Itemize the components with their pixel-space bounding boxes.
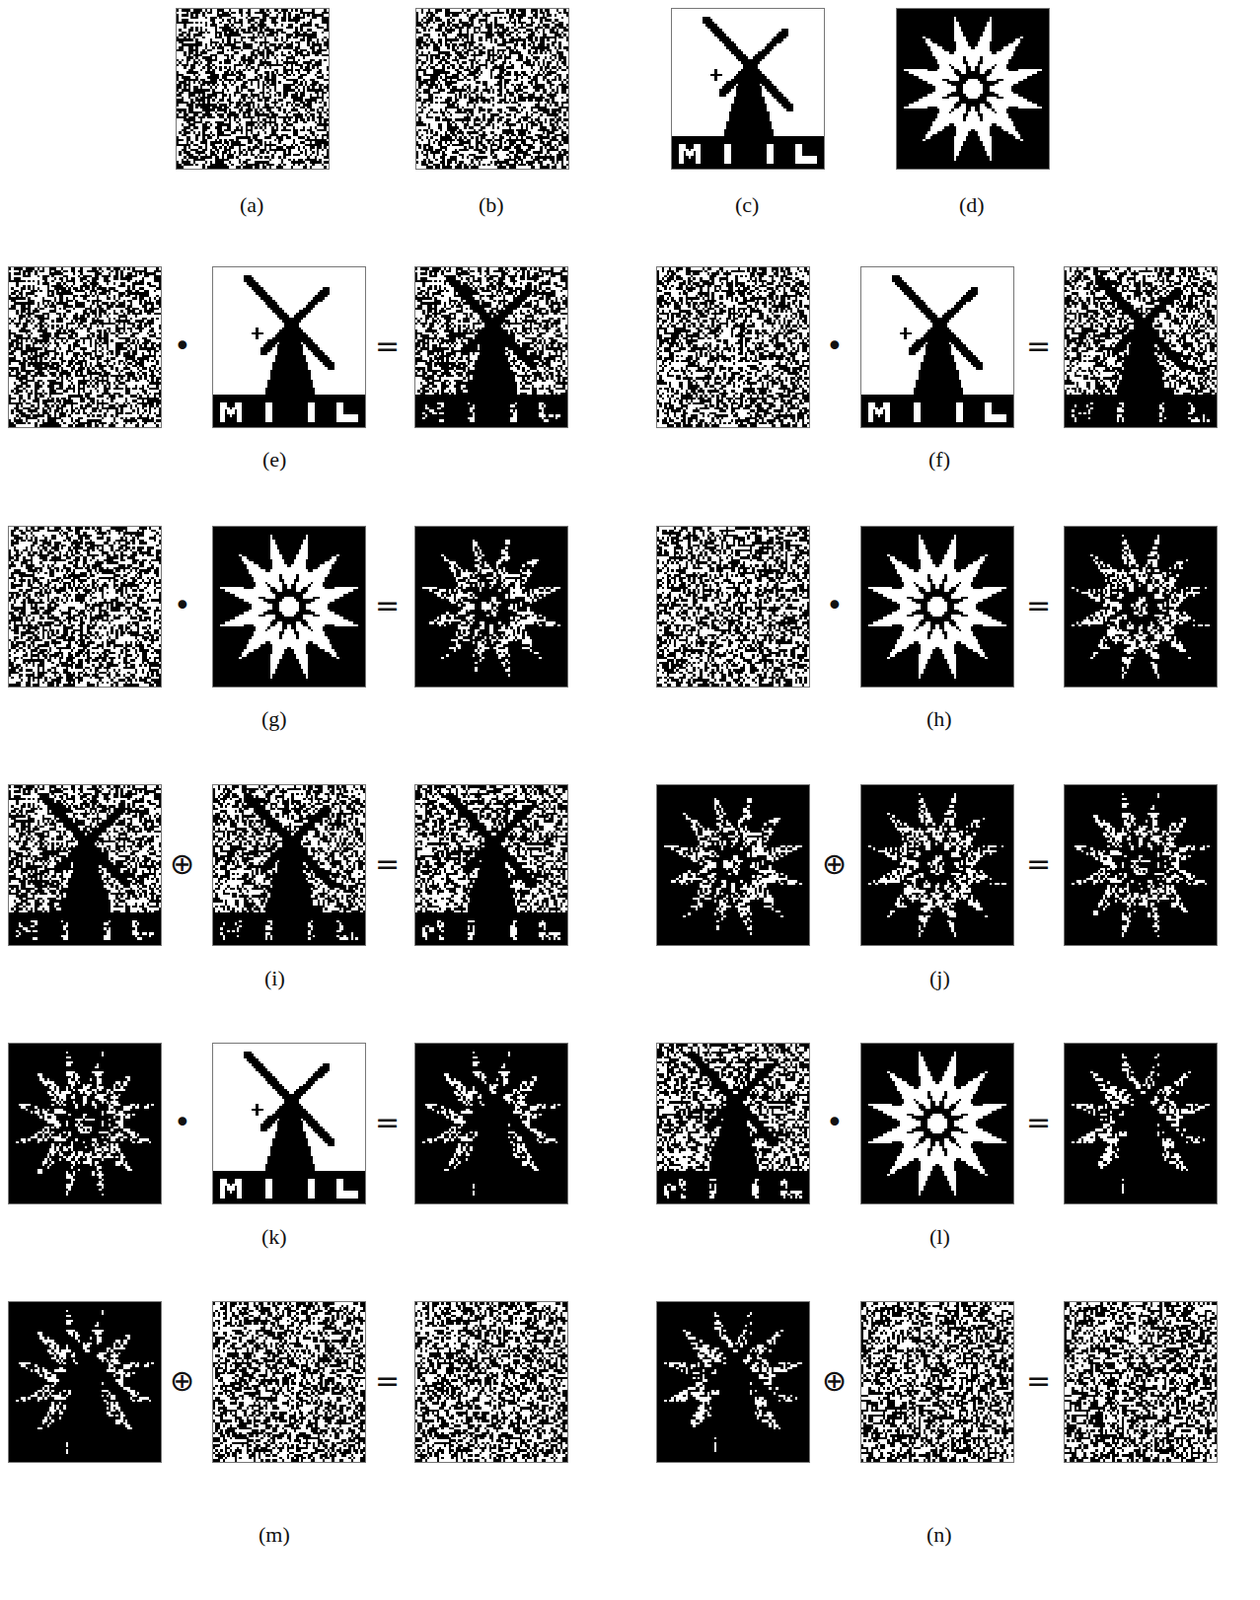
panel-label: (f)	[928, 448, 951, 471]
panel-label: (h)	[926, 708, 953, 731]
binary-image	[414, 525, 569, 688]
binary-image	[415, 7, 570, 170]
operator-symbol: =	[1026, 1108, 1051, 1138]
binary-image	[656, 1301, 811, 1464]
operator-symbol: ⊕	[169, 849, 195, 880]
binary-image	[212, 525, 367, 688]
operator-symbol: =	[374, 331, 400, 362]
binary-image	[212, 784, 367, 947]
panel-label: (j)	[929, 967, 951, 990]
binary-image	[1063, 266, 1218, 429]
operator-symbol: =	[1026, 849, 1051, 880]
binary-image	[1063, 525, 1218, 688]
operator-symbol: •	[173, 591, 192, 621]
panel-label: (n)	[926, 1524, 953, 1547]
binary-image	[414, 1042, 569, 1205]
panel-label: (l)	[929, 1226, 951, 1249]
binary-image	[7, 525, 162, 688]
operator-symbol: •	[173, 1108, 192, 1138]
binary-image	[175, 7, 330, 170]
operator-symbol: =	[374, 849, 400, 880]
binary-image	[860, 525, 1015, 688]
binary-image	[656, 266, 811, 429]
operator-symbol: =	[1026, 331, 1051, 362]
operator-symbol: ⊕	[821, 1366, 847, 1397]
operator-symbol: =	[374, 1366, 400, 1397]
operator-symbol: ⊕	[821, 849, 847, 880]
binary-image	[656, 525, 811, 688]
panel-label: (c)	[735, 194, 759, 217]
binary-image	[212, 1042, 367, 1205]
binary-image	[7, 1301, 162, 1464]
binary-image	[860, 266, 1015, 429]
operator-symbol: ⊕	[169, 1366, 195, 1397]
binary-image	[414, 1301, 569, 1464]
panel-label: (m)	[258, 1524, 291, 1547]
operator-symbol: •	[173, 331, 192, 362]
operator-symbol: •	[825, 331, 844, 362]
binary-image	[1063, 784, 1218, 947]
binary-image	[670, 7, 825, 170]
panel-label: (g)	[261, 708, 288, 731]
binary-image	[1063, 1042, 1218, 1205]
binary-image	[414, 784, 569, 947]
binary-image	[656, 1042, 811, 1205]
panel-label: (d)	[959, 194, 985, 217]
operator-symbol: •	[825, 1108, 844, 1138]
operator-symbol: =	[374, 591, 400, 621]
operator-symbol: =	[374, 1108, 400, 1138]
panel-label: (b)	[478, 194, 505, 217]
binary-image	[895, 7, 1050, 170]
binary-image	[212, 266, 367, 429]
binary-image	[7, 784, 162, 947]
binary-image	[212, 1301, 367, 1464]
binary-image	[860, 1042, 1015, 1205]
binary-image	[656, 784, 811, 947]
panel-label: (a)	[239, 194, 264, 217]
operator-symbol: =	[1026, 591, 1051, 621]
panel-label: (k)	[261, 1226, 288, 1249]
binary-image	[860, 1301, 1015, 1464]
binary-image	[7, 266, 162, 429]
operator-symbol: •	[825, 591, 844, 621]
binary-image	[414, 266, 569, 429]
panel-label: (i)	[264, 967, 286, 990]
panel-label: (e)	[262, 448, 287, 471]
binary-image	[860, 784, 1015, 947]
binary-image	[1063, 1301, 1218, 1464]
binary-image	[7, 1042, 162, 1205]
operator-symbol: =	[1026, 1366, 1051, 1397]
